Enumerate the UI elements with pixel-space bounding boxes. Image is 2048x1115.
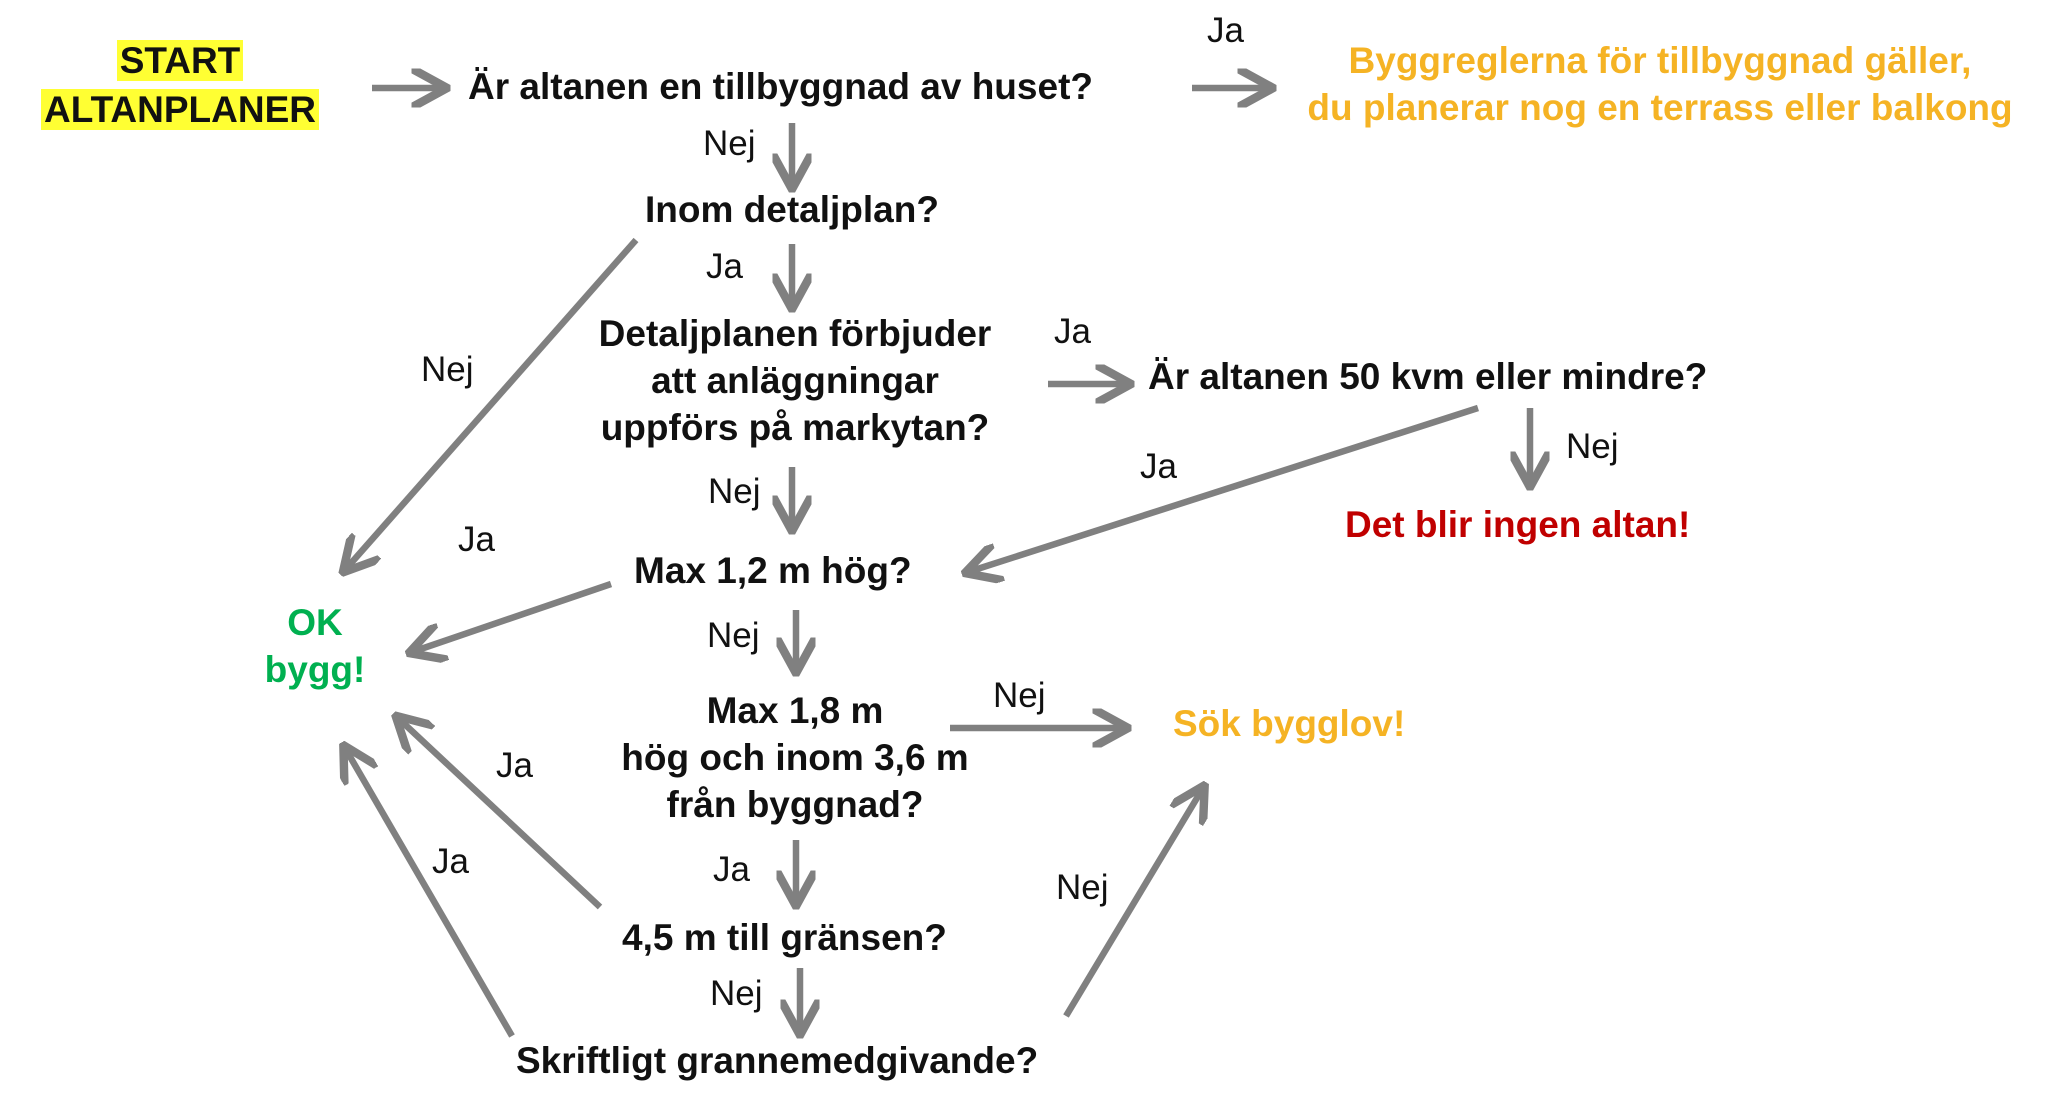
label-q7-nej: Nej bbox=[710, 974, 763, 1013]
result-ok-build-line-1: OK bbox=[287, 602, 343, 643]
arrow-q5-ja-to-ok bbox=[412, 580, 613, 652]
question-neighbor-consent: Skriftligt grannemedgivande? bbox=[516, 1040, 1039, 1081]
arrow-q4-ja-to-q5 bbox=[968, 404, 1479, 572]
arrow-q8-ja-to-ok bbox=[345, 748, 515, 1038]
label-q3-nej: Nej bbox=[708, 472, 761, 511]
question-detail-plan: Inom detaljplan? bbox=[645, 189, 939, 230]
question-boundary-4-5: 4,5 m till gränsen? bbox=[622, 917, 947, 958]
label-q4-nej: Nej bbox=[1566, 427, 1619, 466]
result-apply-permit: Sök bygglov! bbox=[1173, 703, 1406, 744]
question-area-50: Är altanen 50 kvm eller mindre? bbox=[1148, 356, 1708, 397]
question-plan-forbids-line-3: uppförs på markytan? bbox=[600, 406, 990, 448]
label-q4-ja: Ja bbox=[1140, 447, 1177, 486]
result-extension-rules-line-2: du planerar nog en terrass eller balkong bbox=[1307, 86, 2013, 128]
question-plan-forbids-line-1: Detaljplanen förbjuder bbox=[598, 313, 992, 354]
label-q2-ja: Ja bbox=[706, 247, 743, 286]
label-q6-ja: Ja bbox=[713, 850, 750, 889]
result-no-deck: Det blir ingen altan! bbox=[1345, 504, 1691, 545]
question-height-1-8: Max 1,8 m hög och inom 3,6 m från byggna… bbox=[560, 688, 1030, 829]
label-q6-nej: Nej bbox=[993, 676, 1046, 715]
label-q8-nej: Nej bbox=[1056, 868, 1109, 907]
question-height-1-8-line-2: hög och inom 3,6 m bbox=[621, 736, 969, 778]
label-q5-nej: Nej bbox=[707, 616, 760, 655]
result-ok-build: OK bygg! bbox=[250, 600, 380, 694]
arrow-q7-ja-to-ok bbox=[398, 718, 603, 910]
question-height-1-8-line-1: Max 1,8 m bbox=[706, 690, 884, 731]
start-line-2: ALTANPLANER bbox=[41, 88, 319, 130]
result-extension-rules: Byggreglerna för tillbyggnad gäller, du … bbox=[1280, 38, 2040, 132]
question-height-1-8-line-3: från byggnad? bbox=[666, 783, 924, 825]
label-q2-nej: Nej bbox=[421, 350, 474, 389]
label-q1-ja: Ja bbox=[1207, 11, 1244, 50]
label-q1-nej: Nej bbox=[703, 124, 756, 163]
arrow-q2-nej-to-ok bbox=[345, 237, 639, 570]
label-q8-ja: Ja bbox=[432, 842, 469, 881]
label-q3-ja: Ja bbox=[1054, 312, 1091, 351]
start-node: START ALTANPLANER bbox=[40, 37, 320, 135]
start-line-1: START bbox=[116, 40, 244, 81]
label-q7-ja: Ja bbox=[496, 746, 533, 785]
question-extension: Är altanen en tillbyggnad av huset? bbox=[468, 66, 1093, 107]
result-ok-build-line-2: bygg! bbox=[264, 648, 366, 690]
question-height-1-2: Max 1,2 m hög? bbox=[634, 550, 912, 591]
question-plan-forbids-line-2: att anläggningar bbox=[651, 359, 939, 401]
label-q5-ja: Ja bbox=[458, 520, 495, 559]
arrow-q8-nej-to-permit bbox=[1063, 788, 1203, 1018]
question-plan-forbids: Detaljplanen förbjuder att anläggningar … bbox=[560, 311, 1030, 452]
result-extension-rules-line-1: Byggreglerna för tillbyggnad gäller, bbox=[1348, 40, 1972, 81]
